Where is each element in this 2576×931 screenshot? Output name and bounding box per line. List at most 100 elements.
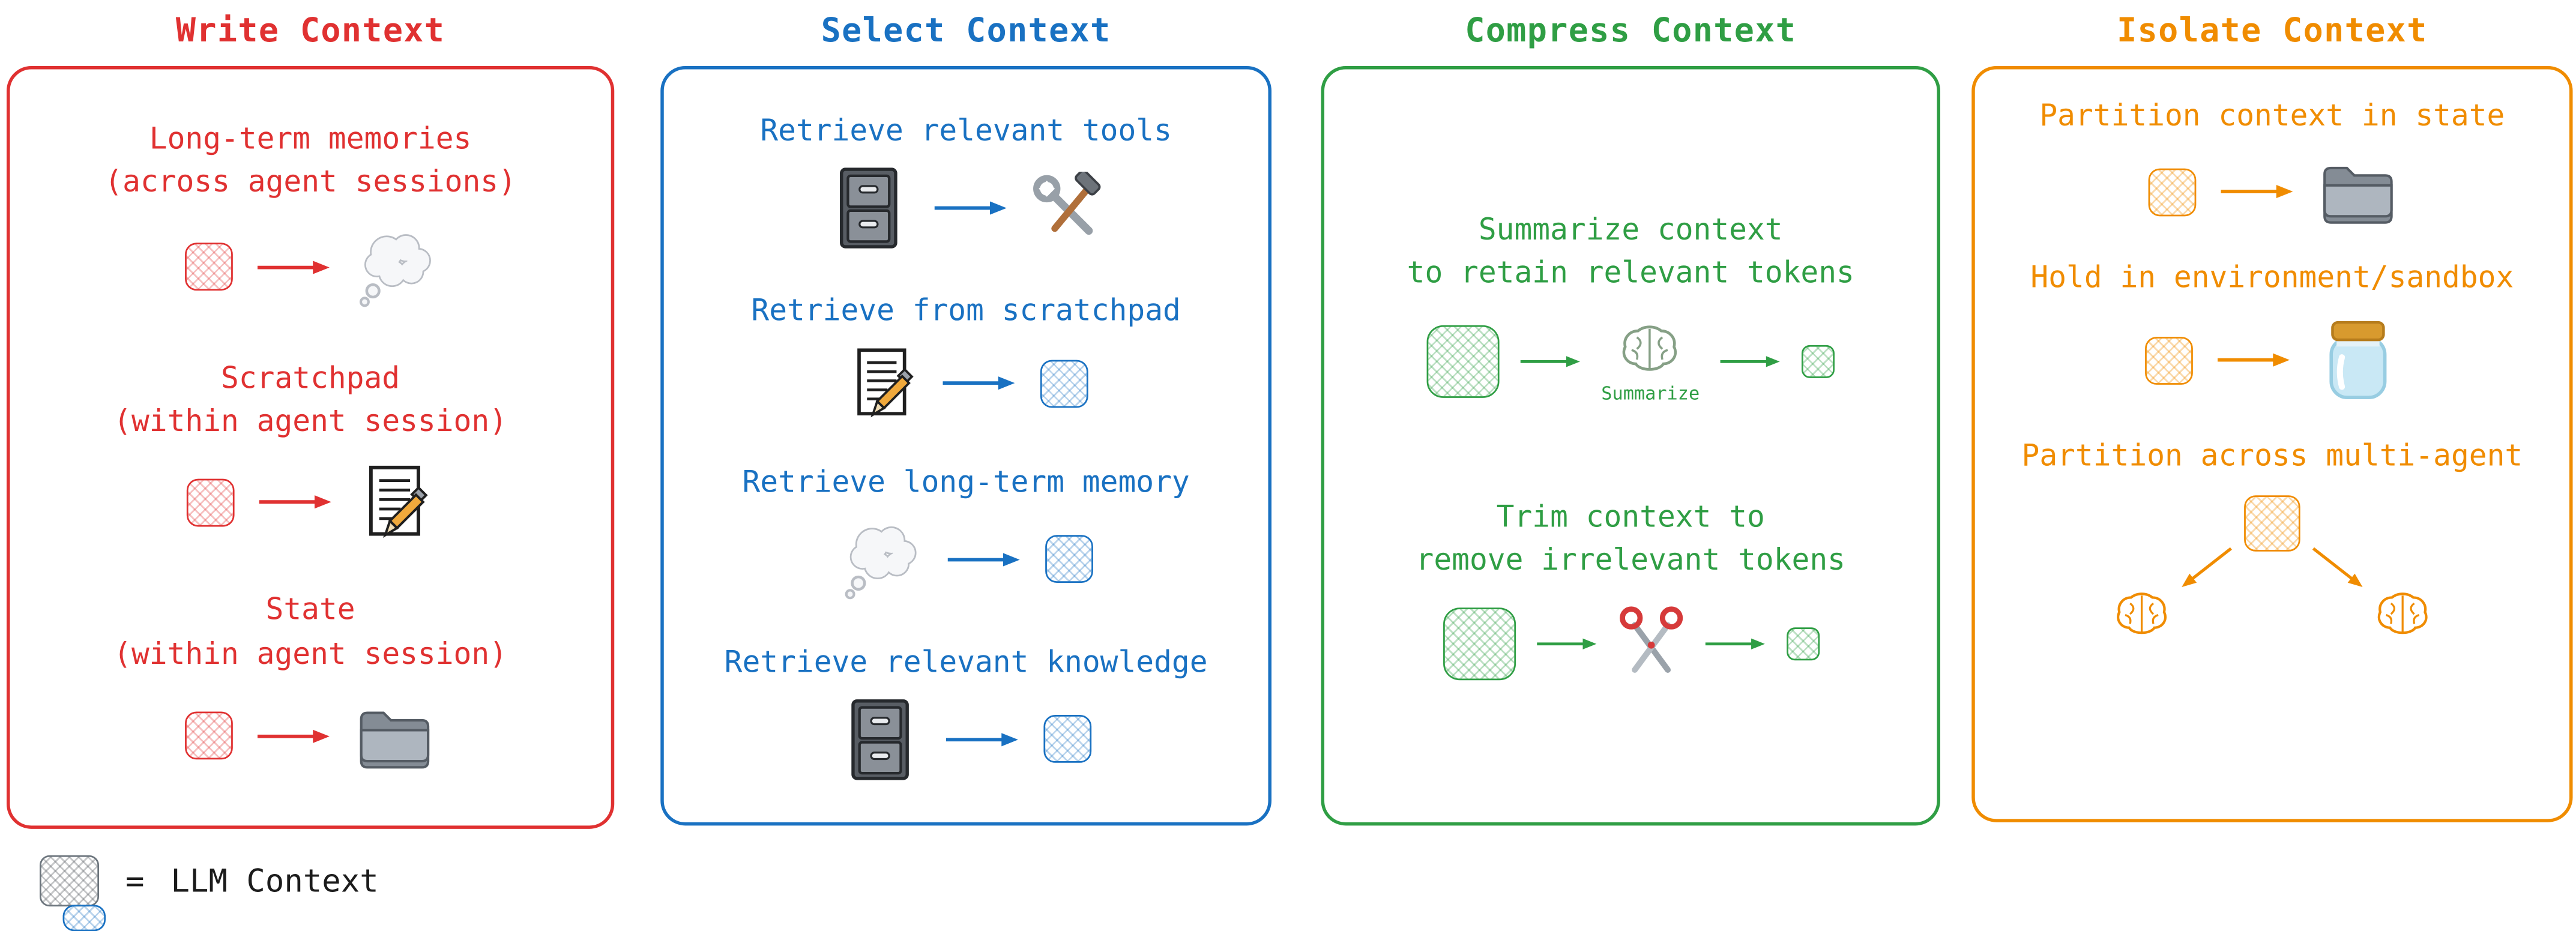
arrow-right-icon: [2215, 351, 2291, 370]
row-label: Partition across multi-agent: [2021, 439, 2523, 474]
panel-title-write: Write Context: [175, 10, 445, 50]
llm-context-box-icon: [1442, 607, 1515, 680]
llm-context-box-icon: [1426, 325, 1499, 398]
label-line: State: [265, 593, 355, 628]
file-cabinet-icon: [840, 698, 923, 781]
panel-box-isolate: Partition context in state Hold in envir…: [1971, 66, 2573, 822]
summarize-label: Summarize: [1601, 382, 1700, 404]
legend-text: LLM Context: [170, 863, 379, 899]
arrow-right-icon: [1719, 352, 1782, 372]
arrow-right-icon: [257, 726, 333, 746]
arrow-right-icon: [2218, 182, 2294, 202]
write-row-state: State (within agent session): [113, 590, 507, 776]
row-graphic: [1442, 606, 1819, 682]
label-line: Summarize context: [1478, 213, 1783, 249]
row-graphic: [840, 518, 1093, 601]
clipped-context-box-icon: [62, 905, 106, 931]
compress-row-summarize: Summarize context to retain relevant tok…: [1407, 210, 1854, 404]
row-graphic: [186, 696, 435, 776]
row-label: Scratchpad (within agent session): [113, 358, 507, 445]
llm-context-box-small-icon: [1802, 345, 1835, 378]
row-label: Summarize context to retain relevant tok…: [1407, 210, 1854, 297]
llm-context-box-icon: [186, 711, 234, 760]
write-row-long-term-memories: Long-term memories (across agent session…: [104, 119, 516, 308]
legend: = LLM Context: [40, 855, 379, 907]
panel-title-select: Select Context: [821, 10, 1111, 50]
file-cabinet-icon: [827, 167, 910, 250]
write-row-scratchpad: Scratchpad (within agent session): [113, 358, 507, 540]
thought-cloud-icon: [840, 518, 923, 601]
panel-write-context: Write Context Long-term memories (across…: [7, 10, 615, 829]
llm-context-box-icon: [1044, 716, 1093, 764]
multi-agent-arrows: [2173, 558, 2371, 578]
row-graphic: Summarize: [1426, 319, 1835, 404]
row-label: Retrieve long-term memory: [742, 465, 1190, 500]
row-label: Partition context in state: [2039, 99, 2505, 134]
row-label: Long-term memories (across agent session…: [104, 119, 516, 206]
select-row-knowledge: Retrieve relevant knowledge: [725, 642, 1208, 780]
arrow-right-icon: [258, 492, 334, 512]
panel-box-compress: Summarize context to retain relevant tok…: [1321, 66, 1941, 826]
llm-context-box-icon: [2244, 495, 2300, 552]
panel-box-select: Retrieve relevant tools Retrieve from sc…: [660, 66, 1271, 826]
thought-cloud-icon: [354, 226, 437, 309]
arrow-right-icon: [946, 729, 1022, 749]
arrow-right-icon: [933, 199, 1009, 218]
llm-context-box-icon: [1044, 535, 1093, 583]
memo-icon: [845, 348, 917, 420]
row-graphic: [2147, 152, 2397, 231]
brain-icon: [2371, 588, 2434, 643]
llm-context-box-icon: [2147, 167, 2195, 216]
label-line: (across agent sessions): [104, 166, 516, 201]
llm-context-box-icon: [184, 243, 232, 291]
llm-context-box-icon: [187, 478, 235, 526]
llm-context-box-icon: [2144, 336, 2192, 385]
arrow-right-icon: [946, 549, 1022, 569]
panel-select-context: Select Context Retrieve relevant tools R…: [660, 10, 1271, 826]
row-label: State (within agent session): [113, 590, 507, 676]
row-label: Trim context to remove irrelevant tokens: [1416, 496, 1845, 583]
select-row-tools: Retrieve relevant tools: [760, 111, 1172, 250]
arrow-right-icon: [1519, 352, 1582, 372]
memo-icon: [357, 464, 433, 540]
row-label: Retrieve relevant tools: [760, 114, 1172, 149]
arrow-right-icon: [255, 257, 331, 277]
panel-title-compress: Compress Context: [1465, 10, 1797, 50]
multi-agent-root: [2244, 495, 2300, 552]
llm-context-box-icon: [1039, 360, 1088, 408]
summarize-step: Summarize: [1601, 319, 1700, 404]
select-row-long-term-memory: Retrieve long-term memory: [742, 462, 1190, 601]
arrow-right-icon: [1703, 633, 1766, 653]
label-line: Scratchpad: [221, 361, 400, 396]
row-graphic: [187, 464, 433, 540]
arrow-right-icon: [940, 374, 1016, 394]
label-line: Long-term memories: [149, 122, 472, 158]
row-graphic: [184, 226, 437, 309]
row-label: Hold in environment/sandbox: [2030, 261, 2514, 296]
arrow-right-icon: [1535, 633, 1598, 653]
panel-isolate-context: Isolate Context Partition context in sta…: [1971, 10, 2573, 822]
row-graphic: [827, 167, 1105, 250]
scissors-icon: [1617, 606, 1683, 682]
multi-agent-brains: [2110, 588, 2434, 643]
folder-icon: [2318, 152, 2397, 231]
llm-context-box-small-icon: [1785, 627, 1819, 660]
row-label: Retrieve from scratchpad: [751, 294, 1181, 330]
hammer-wrench-icon: [1032, 172, 1105, 245]
brain-icon: [1615, 319, 1685, 379]
label-line: Trim context to: [1496, 499, 1765, 534]
jar-icon: [2314, 314, 2400, 406]
folder-icon: [356, 696, 435, 776]
legend-equals: =: [125, 863, 145, 899]
panel-compress-context: Compress Context Summarize context to re…: [1321, 10, 1941, 826]
label-line: remove irrelevant tokens: [1416, 542, 1845, 577]
llm-context-box-legend-icon: [40, 855, 100, 907]
row-graphic: [840, 698, 1093, 781]
compress-row-trim: Trim context to remove irrelevant tokens: [1416, 496, 1845, 682]
panel-title-isolate: Isolate Context: [2117, 10, 2428, 50]
label-line: (within agent session): [113, 636, 508, 672]
row-graphic: [845, 348, 1088, 420]
panel-box-write: Long-term memories (across agent session…: [7, 66, 615, 829]
label-line: (within agent session): [113, 404, 508, 439]
